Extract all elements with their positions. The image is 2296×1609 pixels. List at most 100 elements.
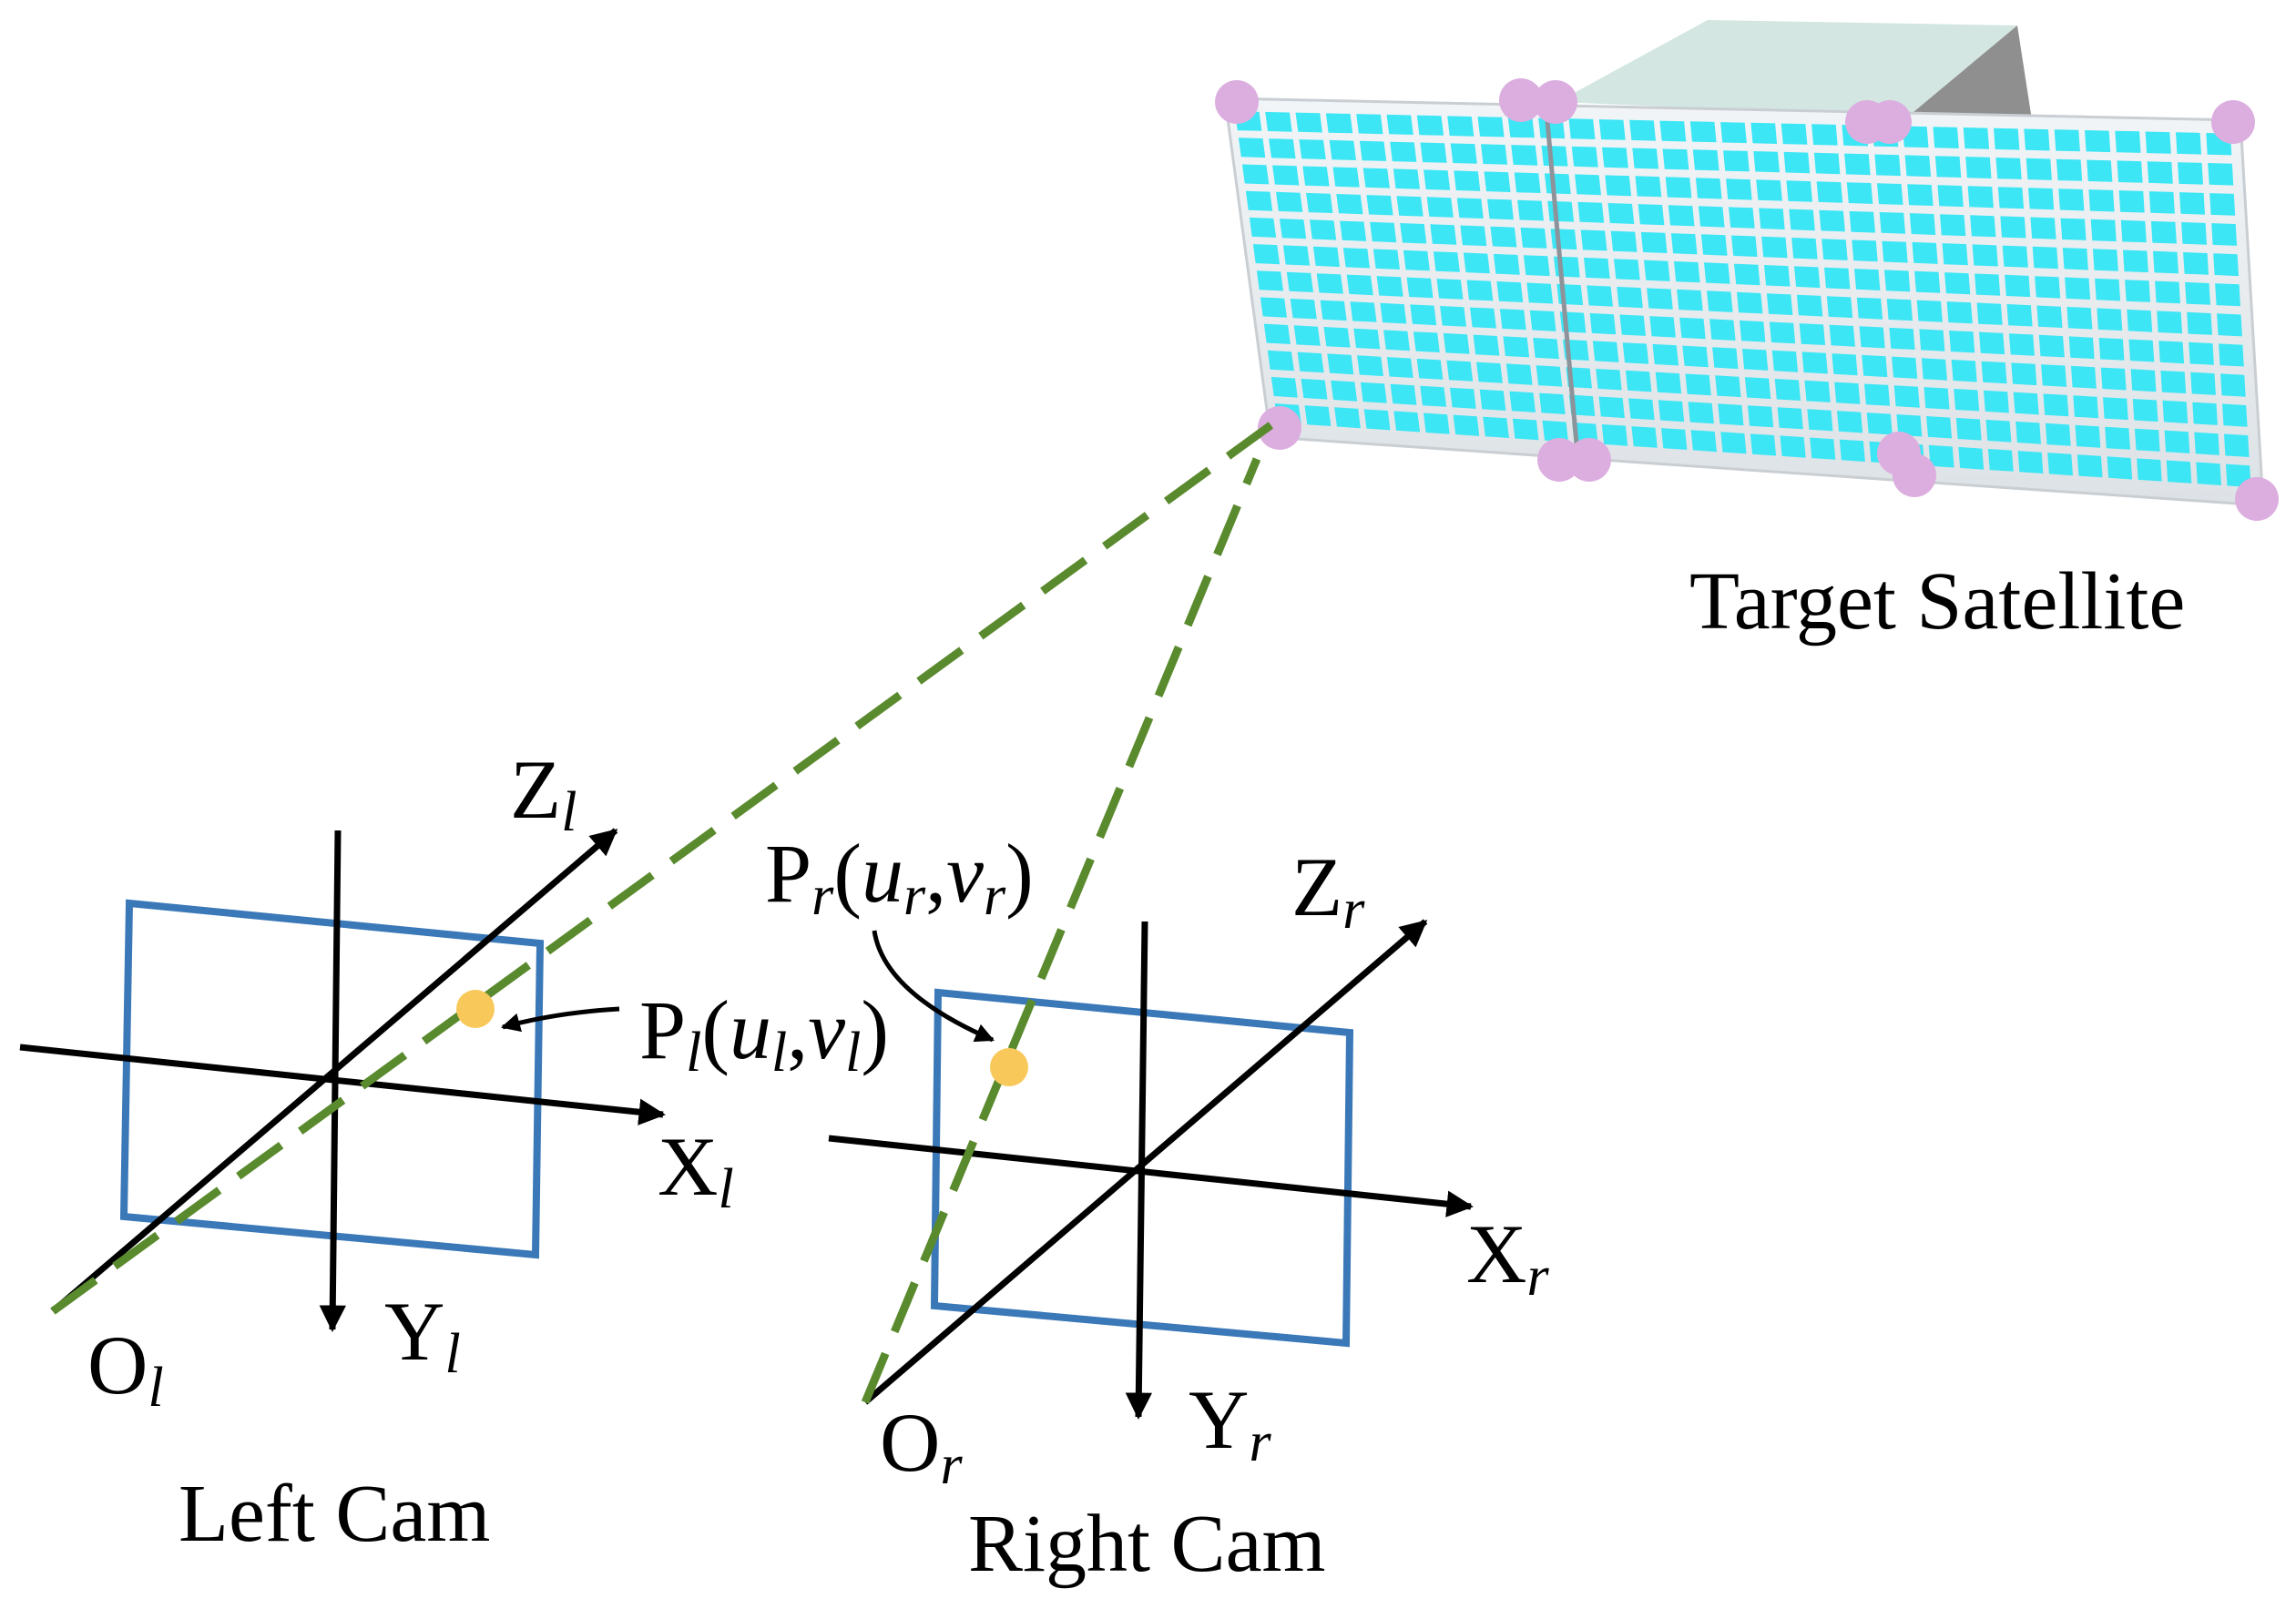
solar-cell <box>2211 223 2238 246</box>
solar-cell <box>1979 331 2005 355</box>
solar-cell <box>1700 234 1728 256</box>
solar-cell <box>2026 158 2052 180</box>
solar-cell <box>2011 362 2037 386</box>
solar-cell <box>1436 279 1464 300</box>
satellite-body-side <box>1908 25 2033 127</box>
solar-cell <box>1744 377 1771 400</box>
right-image-point <box>990 1048 1028 1086</box>
solar-cell <box>1756 179 1782 201</box>
solar-cell <box>1764 265 1791 287</box>
right-projection-line <box>861 457 1261 1404</box>
solar-cell <box>1707 290 1733 312</box>
solar-cell <box>1981 361 2007 384</box>
solar-cell <box>1295 112 1322 133</box>
solar-cell <box>1766 293 1793 315</box>
solar-cell <box>2090 219 2117 242</box>
solar-cell <box>2058 188 2085 211</box>
solar-cell <box>2178 162 2203 185</box>
solar-cell <box>2043 393 2069 417</box>
solar-cell <box>1791 238 1818 260</box>
solar-cell <box>1731 235 1758 257</box>
feature-point-marker <box>1868 100 1912 144</box>
solar-cell <box>1342 248 1370 269</box>
solar-cell <box>1794 266 1821 289</box>
solar-cell <box>1852 239 1878 262</box>
solar-cell <box>1801 351 1828 374</box>
target-satellite-label: Target Satellite <box>1689 556 2185 647</box>
solar-cell <box>1826 296 1853 319</box>
solar-cell <box>1859 326 1885 349</box>
solar-cell <box>1286 271 1313 292</box>
solar-cell <box>1839 439 1865 462</box>
solar-cell <box>1914 270 1941 293</box>
solar-cell <box>1715 375 1741 398</box>
solar-cell <box>1577 201 1605 223</box>
solar-cell <box>1323 327 1351 348</box>
solar-cell <box>1919 329 1945 351</box>
solar-cell <box>1985 419 2012 443</box>
solar-cell <box>1426 197 1454 218</box>
solar-cell <box>1306 192 1333 213</box>
solar-cell <box>1359 140 1387 161</box>
left-origin-label: Ol <box>87 1319 164 1419</box>
solar-cell <box>1410 304 1437 326</box>
solar-cell <box>1346 274 1373 296</box>
solar-cell <box>1886 299 1913 321</box>
solar-cell <box>1393 411 1421 433</box>
solar-cell <box>2155 280 2180 304</box>
solar-cell <box>1329 139 1356 160</box>
left-image-point <box>456 990 495 1028</box>
solar-cell <box>1926 416 1953 439</box>
solar-cell <box>2005 274 2031 298</box>
solar-cell <box>2095 278 2121 301</box>
solar-cell <box>2054 129 2080 152</box>
feature-point-marker <box>1567 438 1611 482</box>
solar-cell <box>1834 382 1861 404</box>
solar-cell <box>1972 244 1998 267</box>
solar-cell <box>2192 402 2218 425</box>
solar-cell <box>1310 219 1337 240</box>
solar-cell <box>1282 245 1311 266</box>
solar-cell <box>1640 231 1668 253</box>
solar-cell <box>2185 281 2210 305</box>
solar-cell <box>1774 379 1801 401</box>
solar-cell <box>2056 158 2083 181</box>
panel-seam <box>1544 110 1580 454</box>
solar-cell <box>2041 364 2067 387</box>
solar-cell <box>2077 454 2103 478</box>
solar-cell <box>1761 236 1788 259</box>
solar-cell <box>1750 433 1777 456</box>
solar-cell <box>2118 190 2145 213</box>
solar-cell <box>2115 130 2141 153</box>
solar-cell <box>2088 189 2115 212</box>
solar-cell <box>2075 424 2101 448</box>
feature-point-marker <box>1893 453 1936 497</box>
solar-cell <box>1644 260 1670 281</box>
solar-cell <box>1622 342 1649 364</box>
solar-cell <box>1256 270 1284 291</box>
solar-cell <box>1413 331 1440 352</box>
solar-cell <box>1509 391 1536 412</box>
solar-cell <box>1879 212 1906 234</box>
solar-cell <box>1819 209 1845 232</box>
solar-cell <box>1390 383 1417 405</box>
solar-cell <box>1517 199 1544 221</box>
solar-cell <box>2071 365 2097 389</box>
solar-cell <box>1512 418 1539 441</box>
solar-cell <box>2006 304 2033 327</box>
solar-cell <box>1942 243 1968 266</box>
solar-cell <box>2092 249 2118 271</box>
solar-cell <box>1290 299 1317 320</box>
solar-cell <box>1963 127 1990 149</box>
solar-cell <box>2196 462 2221 485</box>
solar-cell <box>2162 400 2189 423</box>
solar-cell <box>2035 276 2061 299</box>
solar-cell <box>1238 137 1266 158</box>
solar-cell <box>1944 272 1971 295</box>
solar-cell <box>1376 276 1403 297</box>
left-x-axis-arrow <box>19 1044 666 1125</box>
solar-cell <box>1526 282 1554 304</box>
solar-cell <box>1529 310 1556 331</box>
solar-cell <box>1984 390 2009 413</box>
solar-cell <box>1327 353 1354 375</box>
